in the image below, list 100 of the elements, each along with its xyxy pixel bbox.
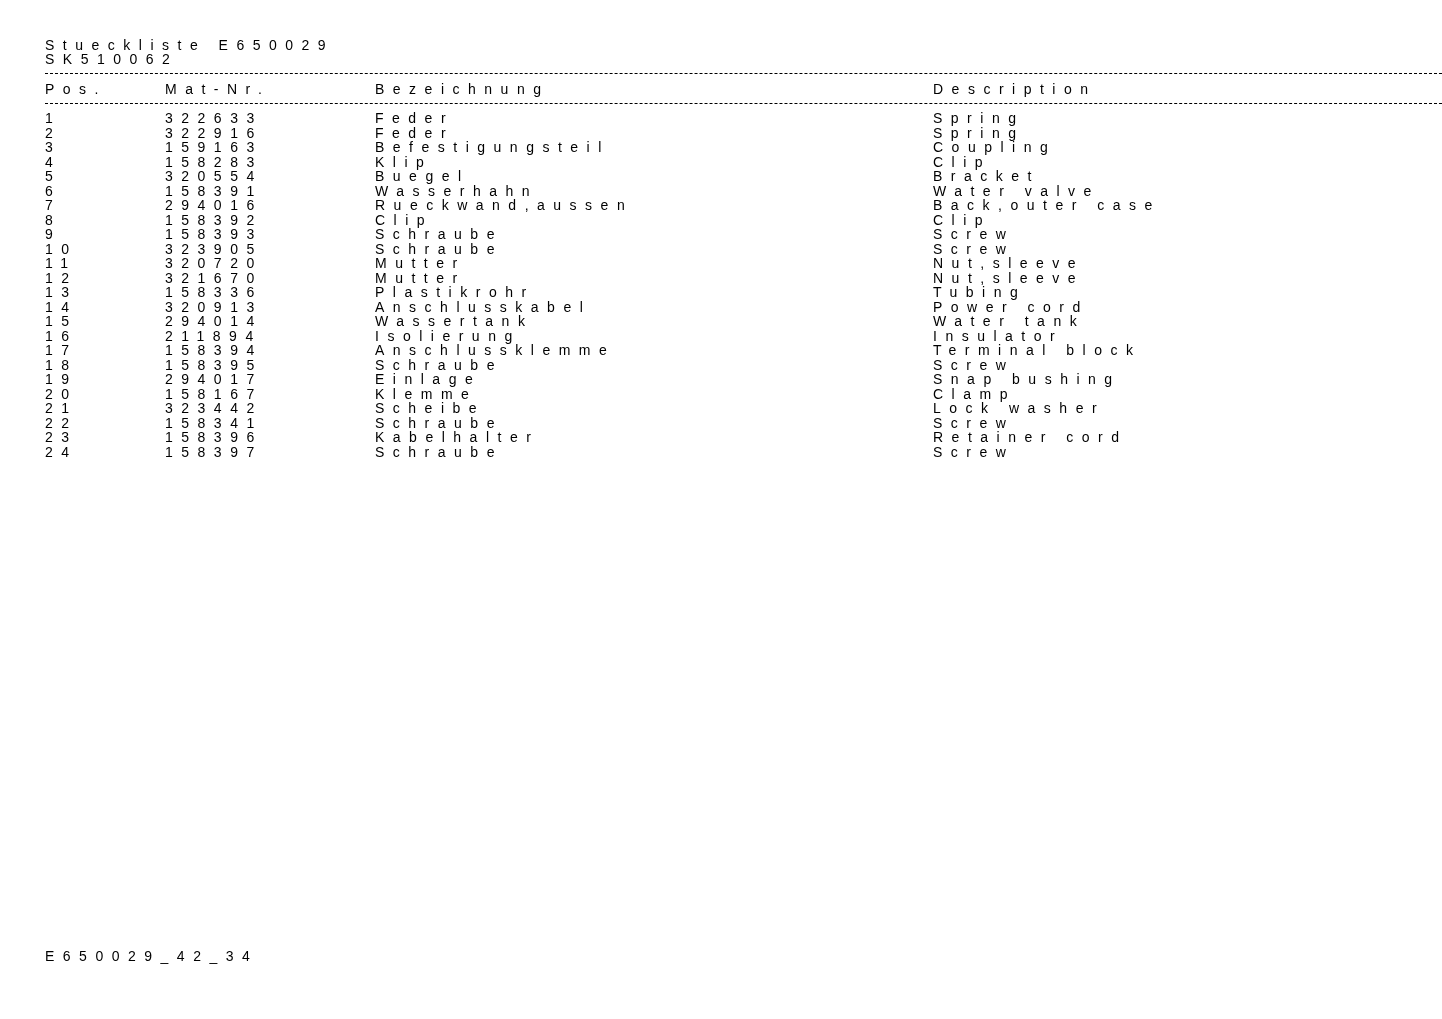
german-designation: Schraube [375,415,503,430]
german-designation: Isolierung [375,328,521,343]
german-designation: Schraube [375,227,503,242]
position-number: 14 [45,299,78,314]
position-number: 1 [45,111,62,126]
position-number: 12 [45,270,78,285]
german-designation: Mutter [375,270,466,285]
material-number: 158396 [165,430,263,445]
material-number: 294016 [165,198,263,213]
english-description: Retainer cord [933,430,1128,445]
english-description: Insulator [933,328,1064,343]
english-description: Back,outer case [933,198,1161,213]
german-designation: Einlage [375,372,482,387]
german-designation: Clip [375,212,434,227]
column-header: Pos. [45,82,107,97]
german-designation: Kabelhalter [375,430,540,445]
position-number: 11 [45,256,77,271]
english-description: Bracket [933,169,1040,184]
position-number: 10 [45,241,78,256]
material-number: 158397 [165,444,263,459]
position-number: 16 [45,328,78,343]
english-description: Lock washer [933,401,1106,416]
material-number: 158336 [165,285,263,300]
german-designation: Rueckwand,aussen [375,198,634,213]
material-number: 323905 [165,241,263,256]
position-number: 21 [45,401,78,416]
english-description: Screw [933,444,1015,459]
german-designation: Feder [375,111,455,126]
material-number: 158283 [165,154,263,169]
english-description: Clip [933,212,992,227]
material-number: 322633 [165,111,263,126]
english-description: Tubing [933,285,1027,300]
position-number: 22 [45,415,78,430]
file-reference: E650029_42_34 [45,949,259,964]
material-number: 211894 [165,328,262,343]
english-description: Water tank [933,314,1086,329]
german-designation: Wasserhahn [375,183,539,198]
material-number: 322916 [165,125,263,140]
position-number: 15 [45,314,78,329]
english-description: Nut,sleeve [933,270,1085,285]
material-number: 158391 [165,183,263,198]
german-designation: Plastikrohr [375,285,535,300]
english-description: Water valve [933,183,1100,198]
german-designation: Befestigungsteil [375,140,610,155]
position-number: 8 [45,212,62,227]
position-number: 17 [45,343,78,358]
position-number: 9 [45,227,62,242]
english-description: Nut,sleeve [933,256,1085,271]
material-number: 158341 [165,415,263,430]
column-header: Description [933,82,1097,97]
position-number: 13 [45,285,78,300]
german-designation: Schraube [375,241,503,256]
position-number: 24 [45,444,78,459]
german-designation: Feder [375,125,455,140]
german-designation: Schraube [375,444,503,459]
position-number: 20 [45,386,78,401]
material-number: 294014 [165,314,263,329]
german-designation: Klip [375,154,433,169]
english-description: Spring [933,111,1025,126]
english-description: Spring [933,125,1025,140]
material-number: 158395 [165,357,263,372]
english-description: Clip [933,154,992,169]
material-number: 294017 [165,372,263,387]
material-number: 158392 [165,212,263,227]
position-number: 2 [45,125,62,140]
english-description: Power cord [933,299,1089,314]
german-designation: Buegel [375,169,470,184]
german-designation: Wassertank [375,314,534,329]
german-designation: Klemme [375,386,478,401]
german-designation: Anschlussklemme [375,343,616,358]
german-designation: Anschlusskabel [375,299,592,314]
material-number: 320720 [165,256,263,271]
material-number: 323442 [165,401,263,416]
list-title: Stueckliste E650029 [45,38,335,53]
position-number: 7 [45,198,62,213]
german-designation: Scheibe [375,401,486,416]
english-description: Screw [933,415,1015,430]
material-number: 158394 [165,343,263,358]
english-description: Snap bushing [933,372,1121,387]
english-description: Terminal block [933,343,1142,358]
position-number: 5 [45,169,62,184]
material-number: 159163 [165,140,263,155]
material-number: 321670 [165,270,263,285]
english-description: Coupling [933,140,1057,155]
german-designation: Mutter [375,256,466,271]
position-number: 23 [45,430,78,445]
material-number: 158393 [165,227,263,242]
german-designation: Schraube [375,357,503,372]
position-number: 19 [45,372,78,387]
english-description: Clamp [933,386,1016,401]
english-description: Screw [933,227,1015,242]
material-number: 320554 [165,169,263,184]
position-number: 4 [45,154,62,169]
position-number: 6 [45,183,62,198]
material-number: 320913 [165,299,263,314]
column-header: Mat-Nr. [165,82,271,97]
material-number: 158167 [165,386,263,401]
english-description: Screw [933,241,1015,256]
drawing-number: SK510062 [45,52,179,67]
english-description: Screw [933,357,1015,372]
